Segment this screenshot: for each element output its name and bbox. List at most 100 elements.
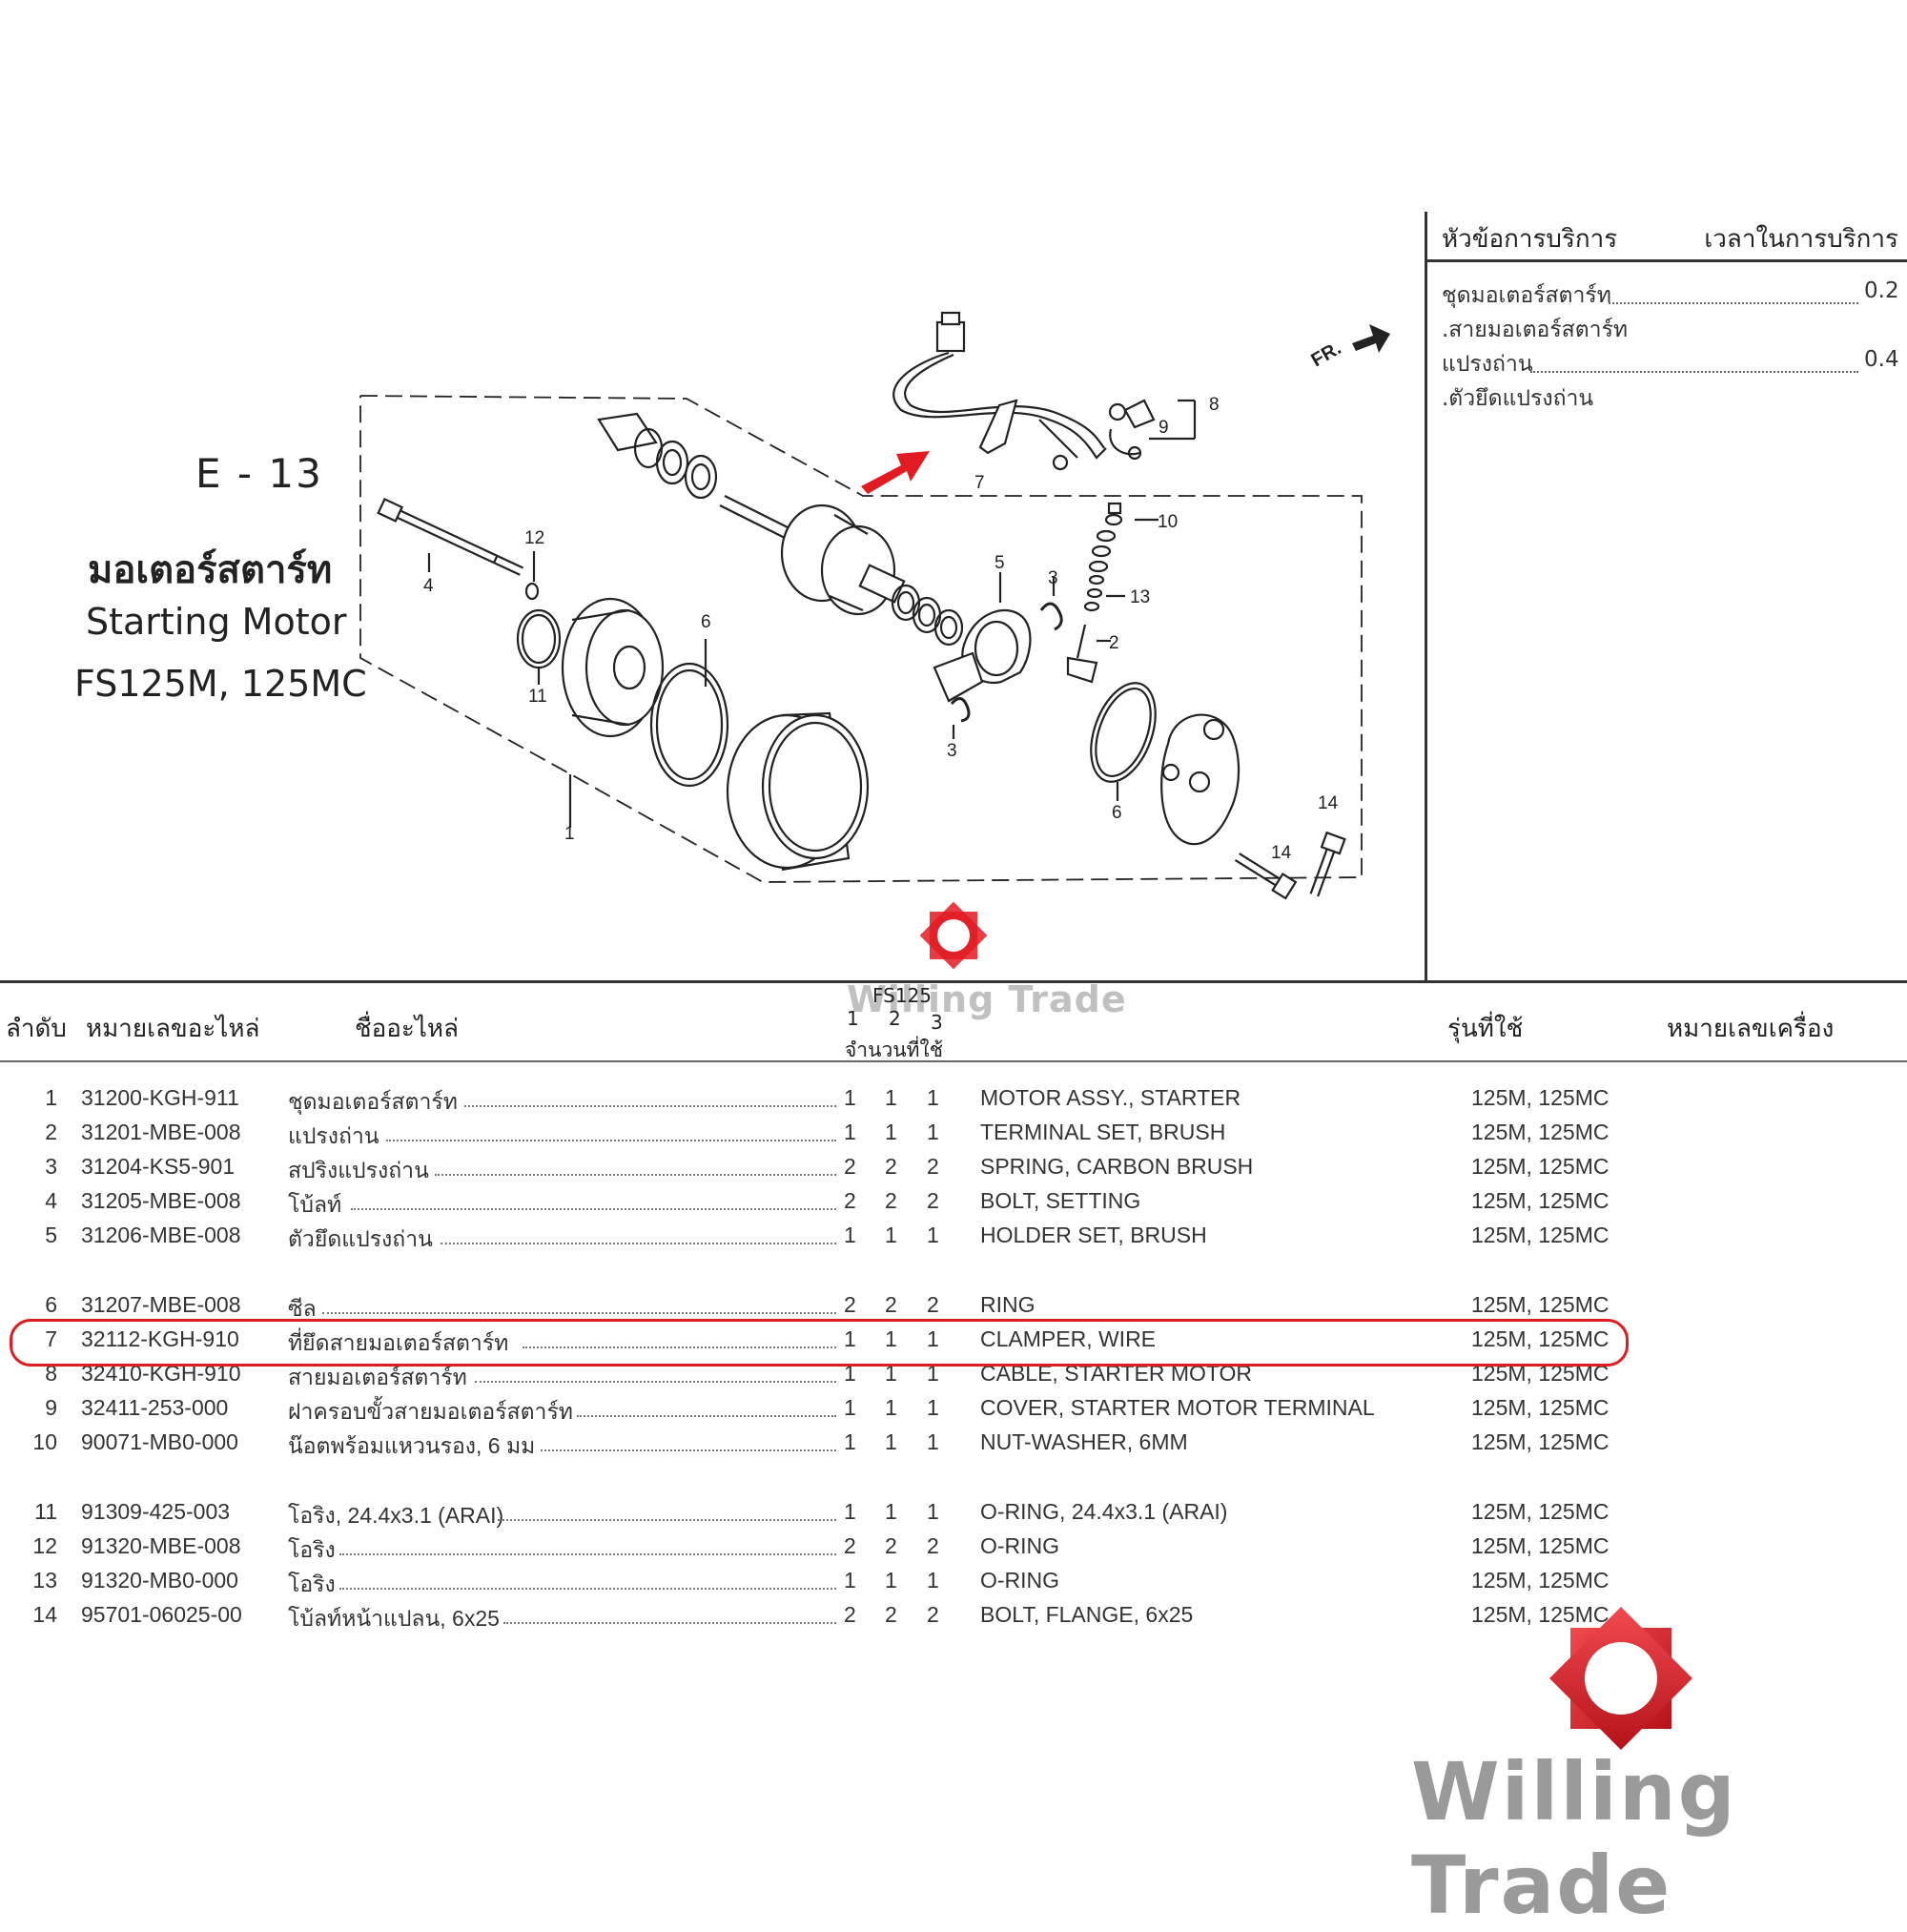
plate-part: [597, 412, 658, 452]
cell-qty: 1: [885, 1568, 897, 1593]
cell-part-name-en: CLAMPER, WIRE: [980, 1326, 1157, 1351]
callout-label: 6: [1112, 803, 1122, 823]
leader-dots: [322, 1312, 836, 1314]
cell-no: 13: [32, 1568, 57, 1593]
qty-column-header: 1: [847, 1007, 859, 1030]
cell-part-name-th: โอริง: [288, 1537, 336, 1562]
cell-no: 6: [45, 1292, 57, 1317]
cell-part-name-en: COVER, STARTER MOTOR TERMINAL: [980, 1395, 1375, 1420]
front-direction-arrow: FR.: [1308, 324, 1390, 371]
cell-qty: 2: [885, 1188, 897, 1213]
column-header-engine-number: หมายเลขเครื่อง: [1667, 1015, 1835, 1043]
service-time-value: 0.4: [1864, 347, 1899, 372]
callout-label: 14: [1318, 793, 1339, 813]
cell-no: 4: [45, 1188, 57, 1213]
table-row: 2 31201-MBE-008 แปรงถ่าน 1 1 1 TERMINAL …: [0, 1116, 1907, 1150]
cell-part-name-th: ซีล: [288, 1296, 317, 1321]
cell-qty: 2: [885, 1154, 897, 1179]
assembly-outline: [359, 395, 1363, 883]
cell-model: 125M, 125MC: [1471, 1602, 1610, 1627]
cell-part-number: 32411-253-000: [81, 1395, 229, 1420]
service-time-header: เวลาในการบริการ: [1704, 225, 1898, 254]
table-row: 11 91309-425-003 โอริง, 24.4x3.1 (ARAI) …: [0, 1495, 1907, 1530]
model-line: FS125M, 125MC: [74, 663, 367, 705]
callout-label: 4: [423, 576, 434, 596]
section-code: E - 13: [195, 450, 323, 497]
cell-qty: 2: [844, 1292, 856, 1317]
callout-label: 7: [974, 473, 985, 493]
cell-no: 11: [34, 1499, 57, 1524]
cell-no: 8: [45, 1361, 57, 1386]
cell-qty: 1: [885, 1395, 897, 1420]
leader-dots: [351, 1208, 836, 1210]
o-ring-part: [524, 582, 540, 601]
table-row: 6 31207-MBE-008 ซีล 2 2 2 RING 125M, 125…: [0, 1288, 1907, 1323]
leader-dots: [339, 1588, 836, 1590]
cell-no: 1: [45, 1085, 57, 1110]
page-title-english: Starting Motor: [86, 601, 347, 643]
column-header-model: รุ่นที่ใช้: [1447, 1015, 1524, 1043]
cell-part-number: 90071-MB0-000: [81, 1429, 238, 1454]
callout-label: 3: [1048, 568, 1058, 588]
cell-qty: 2: [927, 1154, 939, 1179]
table-row: 5 31206-MBE-008 ตัวยึดแปรงถ่าน 1 1 1 HOL…: [0, 1219, 1907, 1253]
washer-part: [891, 584, 921, 622]
cell-model: 125M, 125MC: [1471, 1188, 1610, 1213]
cell-model: 125M, 125MC: [1471, 1395, 1610, 1420]
cell-qty: 1: [844, 1361, 856, 1386]
callout-label: 2: [1109, 633, 1119, 653]
table-header-rule: [0, 1060, 1907, 1062]
cell-part-name-th: ชุดมอเตอร์สตาร์ท: [288, 1089, 458, 1114]
leader-dots: [339, 1553, 836, 1555]
leader-dots: [1530, 371, 1858, 373]
cell-part-name-en: O-RING, 24.4x3.1 (ARAI): [980, 1499, 1228, 1524]
cell-part-number: 31200-KGH-911: [81, 1085, 239, 1110]
cell-model: 125M, 125MC: [1471, 1223, 1610, 1247]
leader-dots: [1609, 302, 1858, 304]
service-topic-header: หัวข้อการบริการ: [1442, 225, 1618, 254]
bolt-part: [377, 497, 524, 576]
cell-model: 125M, 125MC: [1471, 1085, 1610, 1110]
service-time-value: 0.2: [1864, 278, 1899, 303]
callout-label: 3: [947, 741, 957, 761]
qty-label: จำนวนที่ใช้: [845, 1038, 943, 1061]
cell-qty: 1: [927, 1085, 939, 1110]
service-line: .สายมอเตอร์สตาร์ท: [1442, 318, 1629, 342]
cell-model: 125M, 125MC: [1471, 1154, 1610, 1179]
terminal-stack-part: [1066, 502, 1123, 684]
cell-qty: 1: [844, 1429, 856, 1454]
service-time-panel: หัวข้อการบริการ เวลาในการบริการ ชุดมอเตอ…: [1425, 212, 1907, 980]
leader-dots: [386, 1140, 836, 1141]
cell-qty: 2: [844, 1533, 856, 1558]
spring-part: [1039, 602, 1063, 631]
cell-qty: 1: [844, 1568, 856, 1593]
cell-part-name-en: BOLT, FLANGE, 6x25: [980, 1602, 1194, 1627]
washer-part: [684, 454, 718, 500]
cell-part-number: 31207-MBE-008: [81, 1292, 241, 1317]
cell-part-name-th: ตัวยึดแปรงถ่าน: [288, 1226, 433, 1251]
cell-no: 14: [32, 1602, 57, 1627]
cell-qty: 2: [844, 1188, 856, 1213]
cell-part-number: 95701-06025-00: [81, 1602, 242, 1627]
callout-label: 9: [1159, 418, 1169, 438]
cell-qty: 2: [885, 1292, 897, 1317]
cell-part-name-en: RING: [980, 1292, 1036, 1317]
qty-column-header: 3: [931, 1011, 943, 1034]
flange-bolt-part: [1234, 853, 1298, 900]
table-top-rule: [0, 980, 1907, 983]
cell-no: 10: [32, 1429, 57, 1454]
cell-no: 2: [45, 1120, 57, 1144]
callout-label: 10: [1158, 512, 1178, 532]
armature-part: [719, 495, 906, 616]
front-cover-part: [561, 597, 665, 738]
cell-qty: 2: [844, 1602, 856, 1627]
qty-column-header: 2: [889, 1007, 901, 1030]
cell-qty: 1: [927, 1568, 939, 1593]
flange-bolt-part: [1309, 831, 1346, 897]
cell-qty: 2: [927, 1292, 939, 1317]
callout-label: 5: [995, 553, 1005, 573]
cell-qty: 1: [885, 1120, 897, 1144]
column-header-no: ลำดับ: [6, 1015, 67, 1043]
cell-part-name-en: O-RING: [980, 1568, 1060, 1593]
cell-part-name-th: สายมอเตอร์สตาร์ท: [288, 1365, 467, 1389]
